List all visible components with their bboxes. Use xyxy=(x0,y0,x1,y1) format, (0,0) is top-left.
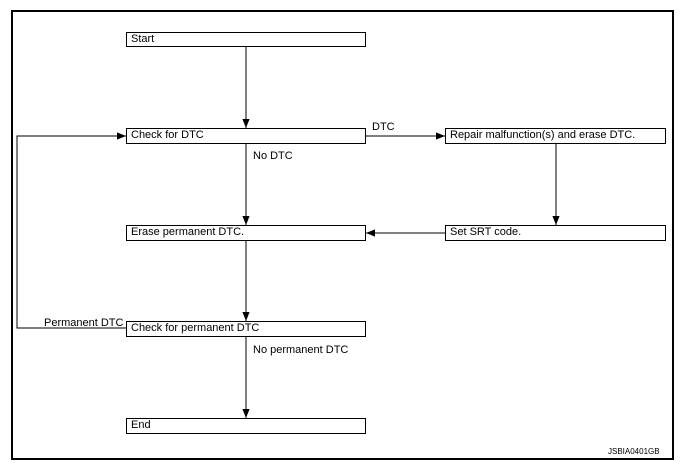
no-permanent-dtc-label: No permanent DTC xyxy=(253,344,349,356)
set-srt-box: Set SRT code. xyxy=(445,225,666,241)
no-dtc-label: No DTC xyxy=(253,150,293,162)
check-permanent-box: Check for permanent DTC xyxy=(126,321,366,337)
end-box: End xyxy=(126,418,366,434)
erase-permanent-box: Erase permanent DTC. xyxy=(126,225,366,241)
arrow-permanent-loop xyxy=(16,132,126,329)
figure-code: JSBIA0401GB xyxy=(608,447,660,456)
dtc-label: DTC xyxy=(372,121,395,133)
diagram-frame xyxy=(11,10,674,460)
permanent-dtc-label: Permanent DTC xyxy=(44,317,124,329)
repair-box: Repair malfunction(s) and erase DTC. xyxy=(445,128,666,144)
check-dtc-box: Check for DTC xyxy=(126,128,366,144)
start-box: Start xyxy=(126,32,366,47)
